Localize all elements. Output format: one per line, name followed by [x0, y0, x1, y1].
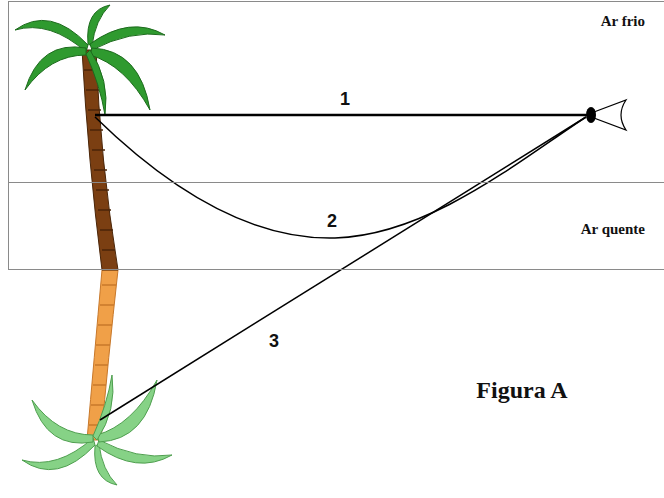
curved-ray [95, 117, 586, 238]
apparent-ray [100, 117, 586, 420]
air-layer-label: Ar quente [581, 221, 645, 238]
callout-number: 1 [340, 89, 350, 110]
reflected-palm [22, 270, 172, 485]
air-layer-label: Ar frio [601, 13, 645, 30]
air-layer-band: Ar frio [8, 1, 664, 183]
palm-tree [15, 5, 165, 270]
callout-number: 3 [269, 331, 279, 352]
callout-number: 2 [327, 211, 337, 232]
figure-label: Figura A [476, 377, 567, 404]
direct-ray [95, 114, 586, 117]
eye [586, 100, 626, 130]
